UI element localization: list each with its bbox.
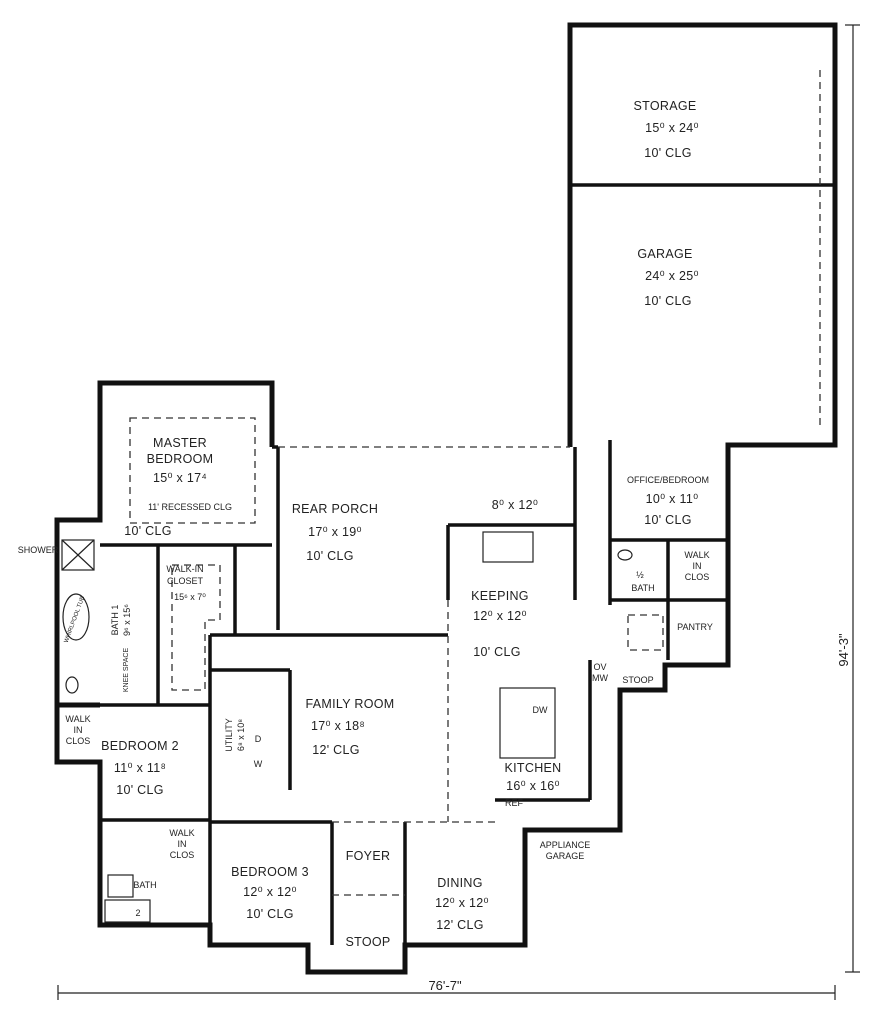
- bathtub-icon: [104, 899, 151, 923]
- bath2-label: BATH: [133, 880, 156, 890]
- bedroom3-label: BEDROOM 3: [231, 865, 309, 879]
- interior-walls: [100, 183, 835, 945]
- closet-label-2: CLOSET: [167, 576, 204, 586]
- kitchen-label: KITCHEN: [505, 761, 562, 775]
- storage-ceiling: 10' CLG: [644, 146, 692, 160]
- office-closet-label-3: CLOS: [685, 572, 710, 582]
- closet-size: 15⁶ x 7⁰: [174, 592, 206, 602]
- keeping-size: 12⁰ x 12⁰: [473, 609, 527, 623]
- dashed-lines: [129, 70, 821, 896]
- office-label: OFFICE/BEDROOM: [627, 475, 709, 485]
- b2-closet-label: WALK: [65, 714, 90, 724]
- closet-label: WALK-IN: [166, 564, 203, 574]
- porch-nook-size: 8⁰ x 12⁰: [492, 498, 538, 512]
- bath2-number: 2: [135, 908, 140, 918]
- appliance-garage-label: APPLIANCE: [540, 840, 591, 850]
- overall-width-dimension: 76'-7": [428, 978, 462, 993]
- dining-ceiling: 12' CLG: [436, 918, 484, 932]
- ov-label: OV: [593, 662, 606, 672]
- overall-depth-dimension: 94'-3": [836, 633, 851, 667]
- office-closet-label: WALK: [684, 550, 709, 560]
- exterior-walls: [54, 22, 838, 975]
- bedroom2-label: BEDROOM 2: [101, 739, 179, 753]
- garage-size: 24⁰ x 25⁰: [645, 269, 699, 283]
- master-label-2: BEDROOM: [147, 452, 214, 466]
- room-labels: STORAGE 15⁰ x 24⁰ 10' CLG GARAGE 24⁰ x 2…: [18, 99, 851, 993]
- half-bath-label: ½: [636, 570, 644, 580]
- master-label: MASTER: [153, 436, 207, 450]
- master-ceiling: 10' CLG: [124, 524, 172, 538]
- bath1-size: 9⁶ x 15⁶: [122, 604, 132, 636]
- keeping-label: KEEPING: [471, 589, 529, 603]
- fixtures: [61, 531, 633, 923]
- master-size: 15⁰ x 17⁴: [153, 471, 207, 485]
- shower-label: SHOWER: [18, 545, 59, 555]
- foyer-label: FOYER: [346, 849, 391, 863]
- dryer-label: D: [255, 734, 262, 744]
- dining-size: 12⁰ x 12⁰: [435, 896, 489, 910]
- bedroom2-ceiling: 10' CLG: [116, 783, 164, 797]
- office-ceiling: 10' CLG: [644, 513, 692, 527]
- mw-label: MW: [592, 673, 608, 683]
- b2-closet-label-2: IN: [74, 725, 83, 735]
- master-recessed: 11' RECESSED CLG: [148, 502, 232, 512]
- dimension-lines: [57, 24, 860, 1000]
- washer-label: W: [254, 759, 263, 769]
- front-stoop-label: STOOP: [345, 935, 390, 949]
- bedroom3-size: 12⁰ x 12⁰: [243, 885, 297, 899]
- bath1-label: BATH 1: [110, 605, 120, 636]
- keeping-ceiling: 10' CLG: [473, 645, 521, 659]
- office-closet-label-2: IN: [693, 561, 702, 571]
- ref-label: REF: [505, 798, 524, 808]
- garage-ceiling: 10' CLG: [644, 294, 692, 308]
- dishwasher-label: DW: [533, 705, 548, 715]
- kitchen-island: [499, 687, 556, 759]
- utility-label: UTILITY: [224, 718, 234, 752]
- whirlpool-tub-icon: [62, 593, 90, 641]
- toilet-icon: [107, 874, 134, 898]
- utility-size: 6⁸ x 10⁸: [236, 719, 246, 751]
- rear-porch-label: REAR PORCH: [292, 502, 378, 516]
- b3-closet-label-2: IN: [178, 839, 187, 849]
- dining-label: DINING: [437, 876, 483, 890]
- b3-closet-label: WALK: [169, 828, 194, 838]
- family-label: FAMILY ROOM: [306, 697, 395, 711]
- office-size: 10⁰ x 11⁰: [646, 492, 699, 506]
- side-stoop-label: STOOP: [622, 675, 653, 685]
- b3-closet-label-3: CLOS: [170, 850, 195, 860]
- b2-closet-label-3: CLOS: [66, 736, 91, 746]
- pantry-label: PANTRY: [677, 622, 713, 632]
- rear-porch-size: 17⁰ x 19⁰: [308, 525, 362, 539]
- shower-icon: [61, 539, 95, 571]
- family-size: 17⁰ x 18⁸: [311, 719, 365, 733]
- kitchen-size: 16⁰ x 16⁰: [506, 779, 560, 793]
- fireplace-icon: [482, 531, 534, 563]
- bedroom3-ceiling: 10' CLG: [246, 907, 294, 921]
- appliance-garage-label-2: GARAGE: [546, 851, 585, 861]
- rear-porch-ceiling: 10' CLG: [306, 549, 354, 563]
- bedroom2-size: 11⁰ x 11⁸: [114, 761, 166, 775]
- storage-label: STORAGE: [634, 99, 697, 113]
- storage-size: 15⁰ x 24⁰: [645, 121, 699, 135]
- sink-icon: [617, 549, 633, 561]
- toilet-icon: [65, 676, 79, 694]
- half-bath-label-2: BATH: [631, 583, 654, 593]
- garage-label: GARAGE: [637, 247, 692, 261]
- knee-space-label: KNEE SPACE: [123, 648, 130, 693]
- family-ceiling: 12' CLG: [312, 743, 360, 757]
